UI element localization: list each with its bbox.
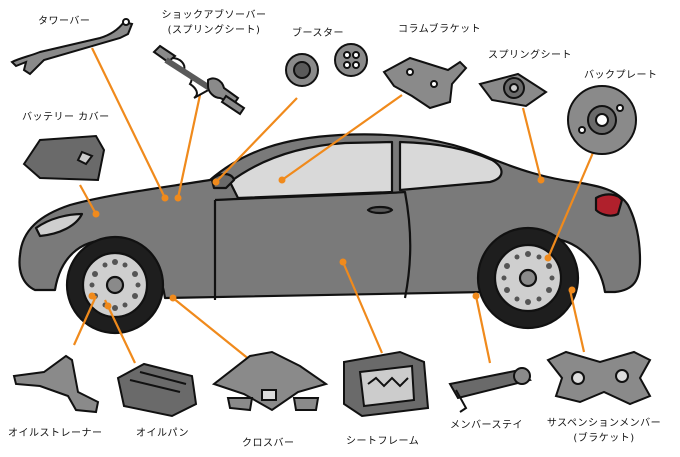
label-spring-seat: スプリングシート <box>488 50 572 61</box>
leader-dots <box>88 176 576 310</box>
spring-seat-part <box>478 72 548 108</box>
suspension-member-part <box>546 350 652 406</box>
label-suspension-member: サスペンションメンバー (ブラケット) <box>534 414 674 444</box>
label-tower-bar: タワーバー <box>38 16 91 27</box>
battery-cover-part <box>22 134 106 182</box>
label-shock-absorber-line2: (スプリングシート) <box>167 25 261 36</box>
booster-part <box>285 43 368 87</box>
label-shock-absorber-line1: ショックアブソーバー <box>161 10 267 21</box>
label-battery-cover: バッテリー カバー <box>22 112 110 123</box>
label-member-stay: メンバーステイ <box>450 420 523 431</box>
label-oil-pan: オイルパン <box>136 428 189 439</box>
oil-pan-part <box>116 362 198 418</box>
tower-bar-part <box>10 18 134 76</box>
label-suspension-member-line1: サスペンションメンバー <box>546 418 662 429</box>
cross-bar-part <box>211 350 329 412</box>
label-column-bracket: コラムブラケット <box>398 24 482 35</box>
shock-absorber-part <box>152 44 246 116</box>
rear-wheel <box>476 226 580 330</box>
label-cross-bar: クロスバー <box>242 438 295 449</box>
label-suspension-member-line2: (ブラケット) <box>573 433 635 444</box>
back-plate-part <box>567 85 637 155</box>
oil-strainer-part <box>12 354 100 414</box>
label-booster: ブースター <box>292 28 344 39</box>
member-stay-part <box>448 367 532 413</box>
label-back-plate: バックプレート <box>584 70 658 81</box>
label-shock-absorber: ショックアブソーバー (スプリングシート) <box>150 6 278 36</box>
label-seat-frame: シートフレーム <box>346 436 420 447</box>
seat-frame-part <box>343 350 430 418</box>
label-oil-strainer: オイルストレーナー <box>8 428 103 439</box>
column-bracket-part <box>382 56 468 110</box>
leader-lines <box>72 47 597 364</box>
